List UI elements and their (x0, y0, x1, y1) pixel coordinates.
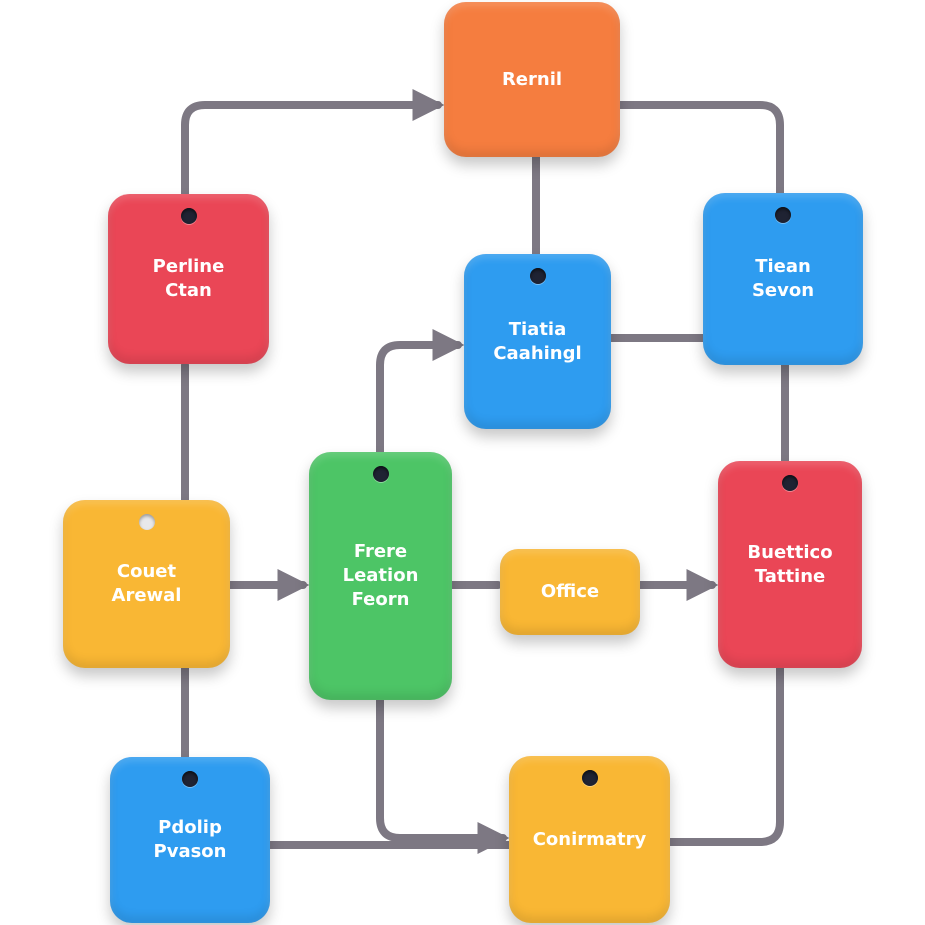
node-tiatia-caahing[interactable]: Tiatia Caahingl (464, 254, 611, 429)
pin-icon (138, 514, 155, 530)
pin-icon (372, 466, 389, 482)
connector-free-to-tiatia (376, 329, 465, 456)
node-pipeline-ctan[interactable]: Perline Ctan (108, 194, 269, 364)
node-pdolip-pvason-label: Pdolip Pvason (153, 817, 227, 862)
node-tiatia-caahing-label: Tiatia Caahingl (493, 318, 582, 364)
pin-icon (529, 268, 546, 284)
node-office[interactable]: Office (500, 549, 640, 635)
pin-icon (182, 771, 198, 787)
node-conirmatry[interactable]: Conirmatry (509, 756, 670, 923)
connector-free-to-conirmatry (376, 696, 510, 854)
pin-icon (775, 207, 791, 223)
node-team-sevon-label: Tiean Sevon (751, 256, 815, 301)
node-coust-arewal[interactable]: Couet Arewal (63, 500, 230, 668)
node-buettico-tattine[interactable]: Buettico Tattine (718, 461, 862, 668)
node-free-location-feorn[interactable]: Frere Leation Feorn (309, 452, 452, 700)
node-buettico-tattine-label: Buettico Tattine (747, 541, 833, 587)
node-pdolip-pvason[interactable]: Pdolip Pvason (110, 757, 270, 923)
pin-icon (180, 208, 197, 224)
node-office-label: Office (540, 581, 600, 602)
node-coust-arewal-label: Couet Arewal (111, 561, 182, 606)
node-pipeline-ctan-label: Perline Ctan (152, 256, 225, 301)
connector-retail-to-team (616, 101, 784, 199)
pin-icon (782, 475, 798, 491)
connector-pipeline-to-retail (181, 89, 445, 199)
node-conirmatry-label: Conirmatry (532, 828, 647, 850)
pin-icon (581, 770, 598, 786)
node-free-location-feorn-label: Frere Leation Feorn (342, 541, 419, 610)
connector-buettico-to-conirmatry (666, 664, 784, 846)
node-team-sevon[interactable]: Tiean Sevon (703, 193, 863, 365)
node-retail[interactable]: Rernil (444, 2, 620, 157)
node-retail-label: Rernil (501, 68, 563, 90)
